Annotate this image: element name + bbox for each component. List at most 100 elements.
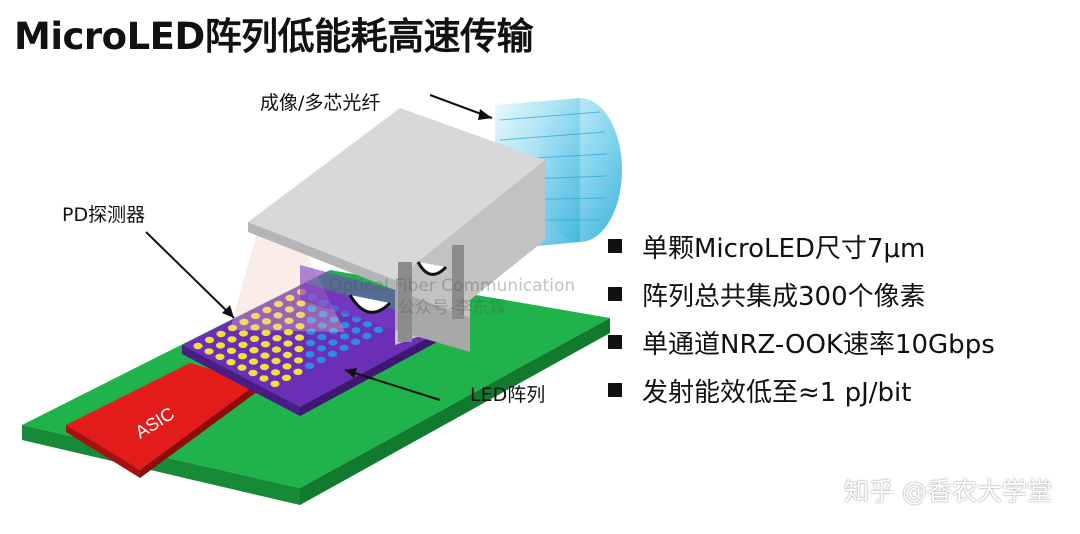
bullet-square-icon — [608, 239, 622, 253]
pd-pixel — [239, 318, 249, 326]
led-pixel — [328, 327, 339, 335]
pd-pixel — [272, 335, 282, 342]
pd-pixel — [283, 340, 293, 347]
fiber-housing — [248, 108, 545, 352]
led-pixel — [339, 344, 349, 351]
pd-pixel — [285, 294, 295, 302]
led-pixel — [339, 333, 350, 340]
pd-pixel — [270, 369, 281, 376]
led-pixel — [307, 305, 317, 312]
pd-pixel — [295, 311, 306, 318]
pd-pixel — [226, 359, 236, 366]
pd-pixel — [237, 353, 248, 360]
led-pixel — [351, 327, 361, 334]
pd-pixel — [283, 329, 294, 336]
pd-pixel — [250, 312, 261, 320]
asic-chip: ASIC — [66, 363, 258, 478]
fiber-label: 成像/多芯光纤 — [260, 92, 381, 114]
light-cone — [230, 228, 345, 332]
led-pixel — [306, 317, 317, 324]
feature-list: 单颗MicroLED尺寸7μm 阵列总共集成300个像素 单通道NRZ-OOK速… — [608, 222, 995, 414]
pd-pixel-array — [193, 288, 307, 387]
pd-pixel — [262, 306, 272, 314]
led-pixel — [362, 332, 372, 339]
pd-pixel — [248, 369, 258, 377]
feature-item: 阵列总共集成300个像素 — [608, 270, 995, 318]
pd-pixel — [248, 358, 259, 365]
pd-pixel — [294, 345, 304, 353]
pd-pixel — [284, 317, 294, 324]
bullet-square-icon — [608, 287, 622, 301]
feature-item: 单颗MicroLED尺寸7μm — [608, 222, 995, 270]
feature-text: 单通道NRZ-OOK速率10Gbps — [642, 329, 995, 360]
pd-pixel — [259, 363, 270, 371]
pd-pixel — [293, 357, 304, 364]
led-pixel — [328, 339, 338, 346]
pd-pixel — [273, 300, 284, 308]
feature-text: 单颗MicroLED尺寸7μm — [642, 233, 926, 264]
feature-item: 发射能效低至≈1 pJ/bit — [608, 366, 995, 414]
led-pixel — [362, 321, 373, 328]
pd-pixel — [271, 357, 281, 365]
led-pixel — [317, 333, 327, 341]
pd-pixel — [193, 342, 203, 350]
led-pixel — [316, 345, 327, 352]
led-pixel — [305, 351, 315, 358]
pd-pixel — [293, 368, 303, 375]
pd-pixel — [261, 318, 272, 325]
pd-pixel — [238, 330, 249, 337]
pd-pixel — [296, 300, 306, 307]
pd-pixel — [215, 342, 226, 349]
watermark-line1: Optical Fiber Communication — [328, 276, 576, 296]
pd-pixel — [227, 336, 237, 343]
bullet-square-icon — [608, 383, 622, 397]
pd-pixel — [260, 341, 271, 348]
pd-pixel — [216, 330, 226, 338]
pd-pixel — [260, 352, 270, 359]
led-pixel — [317, 322, 328, 329]
footer-credit: 知乎 @香农大学堂 — [844, 477, 1052, 506]
led-pixel — [306, 328, 316, 335]
bullet-square-icon — [608, 335, 622, 349]
pd-pixel — [249, 335, 260, 342]
pd-pixel — [294, 334, 305, 341]
pd-pixel — [226, 347, 237, 354]
led-pixel — [373, 326, 384, 333]
pd-pixel — [215, 353, 225, 360]
pd-pixel — [249, 347, 259, 354]
pd-pixel — [273, 312, 283, 319]
led-pixel — [340, 321, 350, 329]
led-pixel — [316, 356, 326, 363]
watermark: Optical Fiber Communication 公众号-李东霖 — [292, 275, 612, 319]
page-title: MicroLED阵列低能耗高速传输 — [14, 15, 534, 58]
led-pixel — [304, 362, 315, 369]
pd-pixel — [295, 323, 305, 330]
pd-pixel — [204, 336, 215, 344]
feature-text: 阵列总共集成300个像素 — [642, 281, 926, 312]
pd-pixel — [270, 380, 280, 387]
led-label: LED阵列 — [470, 384, 546, 406]
pd-pixel — [284, 306, 295, 313]
pd-label: PD探测器 — [62, 204, 146, 226]
feature-text: 发射能效低至≈1 pJ/bit — [642, 377, 912, 408]
pd-pixel — [272, 323, 283, 330]
pd-pixel — [281, 374, 292, 381]
led-pixel — [350, 338, 361, 345]
pd-pixel — [261, 329, 271, 336]
watermark-line2: 公众号-李东霖 — [397, 298, 507, 318]
pd-pixel — [282, 351, 293, 359]
led-pixel — [305, 339, 316, 347]
pd-pixel — [237, 364, 247, 371]
pd-pixel — [282, 363, 292, 370]
led-pixel — [318, 311, 328, 318]
feature-item: 单通道NRZ-OOK速率10Gbps — [608, 318, 995, 366]
pd-pixel — [238, 341, 248, 348]
pd-pixel — [250, 324, 260, 331]
led-pixel — [329, 316, 339, 323]
pd-pixel — [204, 348, 214, 355]
pd-pixel — [271, 346, 282, 353]
annotation-arrows — [145, 94, 493, 401]
led-pixel — [327, 350, 338, 357]
pd-pixel — [227, 324, 238, 332]
